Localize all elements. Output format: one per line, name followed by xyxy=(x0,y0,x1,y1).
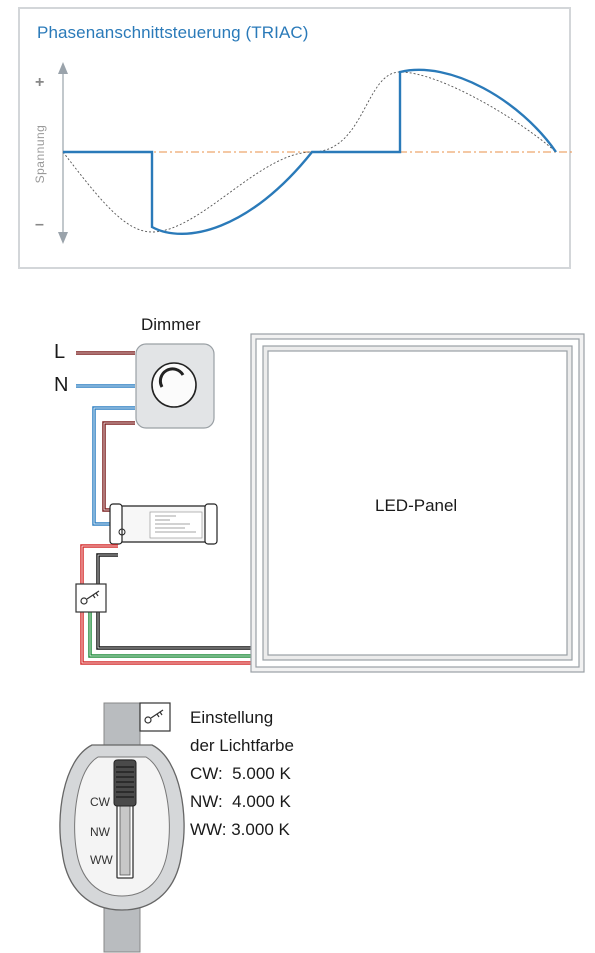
arrow-down-icon xyxy=(58,232,68,244)
chart-title: Phasenanschnittsteuerung (TRIAC) xyxy=(37,23,309,42)
settings-row-ww: WW: 3.000 K xyxy=(190,820,290,839)
wire-red xyxy=(80,544,252,665)
color-switch-small[interactable] xyxy=(75,583,107,613)
led-driver xyxy=(109,503,218,545)
settings-title-2: der Lichtfarbe xyxy=(190,736,294,755)
cable-switch[interactable] xyxy=(59,702,185,953)
switch-ww-label: WW xyxy=(90,853,113,867)
y-axis-label: Spannung xyxy=(33,124,47,184)
minus-label: – xyxy=(35,216,44,233)
key-switch-icon xyxy=(144,709,164,724)
key-switch-icon xyxy=(80,590,100,605)
led-panel xyxy=(250,333,585,673)
slider-knob-icon xyxy=(113,759,137,807)
arrow-up-icon xyxy=(58,62,68,74)
settings-row-nw: NW: 4.000 K xyxy=(190,792,291,811)
switch-cw-label: CW xyxy=(90,795,110,809)
triac-waveform xyxy=(63,68,557,235)
dimmer-label: Dimmer xyxy=(141,315,201,334)
dimmer-arc-icon xyxy=(158,367,185,388)
settings-text: Einstellung der Lichtfarbe CW: 5.000 K N… xyxy=(190,704,294,844)
dimmer[interactable] xyxy=(135,343,215,429)
plus-label: + xyxy=(35,74,45,91)
wire-black xyxy=(96,553,252,650)
settings-title-1: Einstellung xyxy=(190,708,274,727)
panel-label: LED-Panel xyxy=(375,496,458,515)
settings-row-cw: CW: 5.000 K xyxy=(190,764,291,783)
line-label: L xyxy=(54,341,66,363)
neutral-label: N xyxy=(54,374,69,396)
waveform-chart: Phasenanschnittsteuerung (TRIAC) xyxy=(18,7,571,269)
wire-dimmer-driver-brown xyxy=(102,421,135,512)
switch-nw-label: NW xyxy=(90,825,110,839)
